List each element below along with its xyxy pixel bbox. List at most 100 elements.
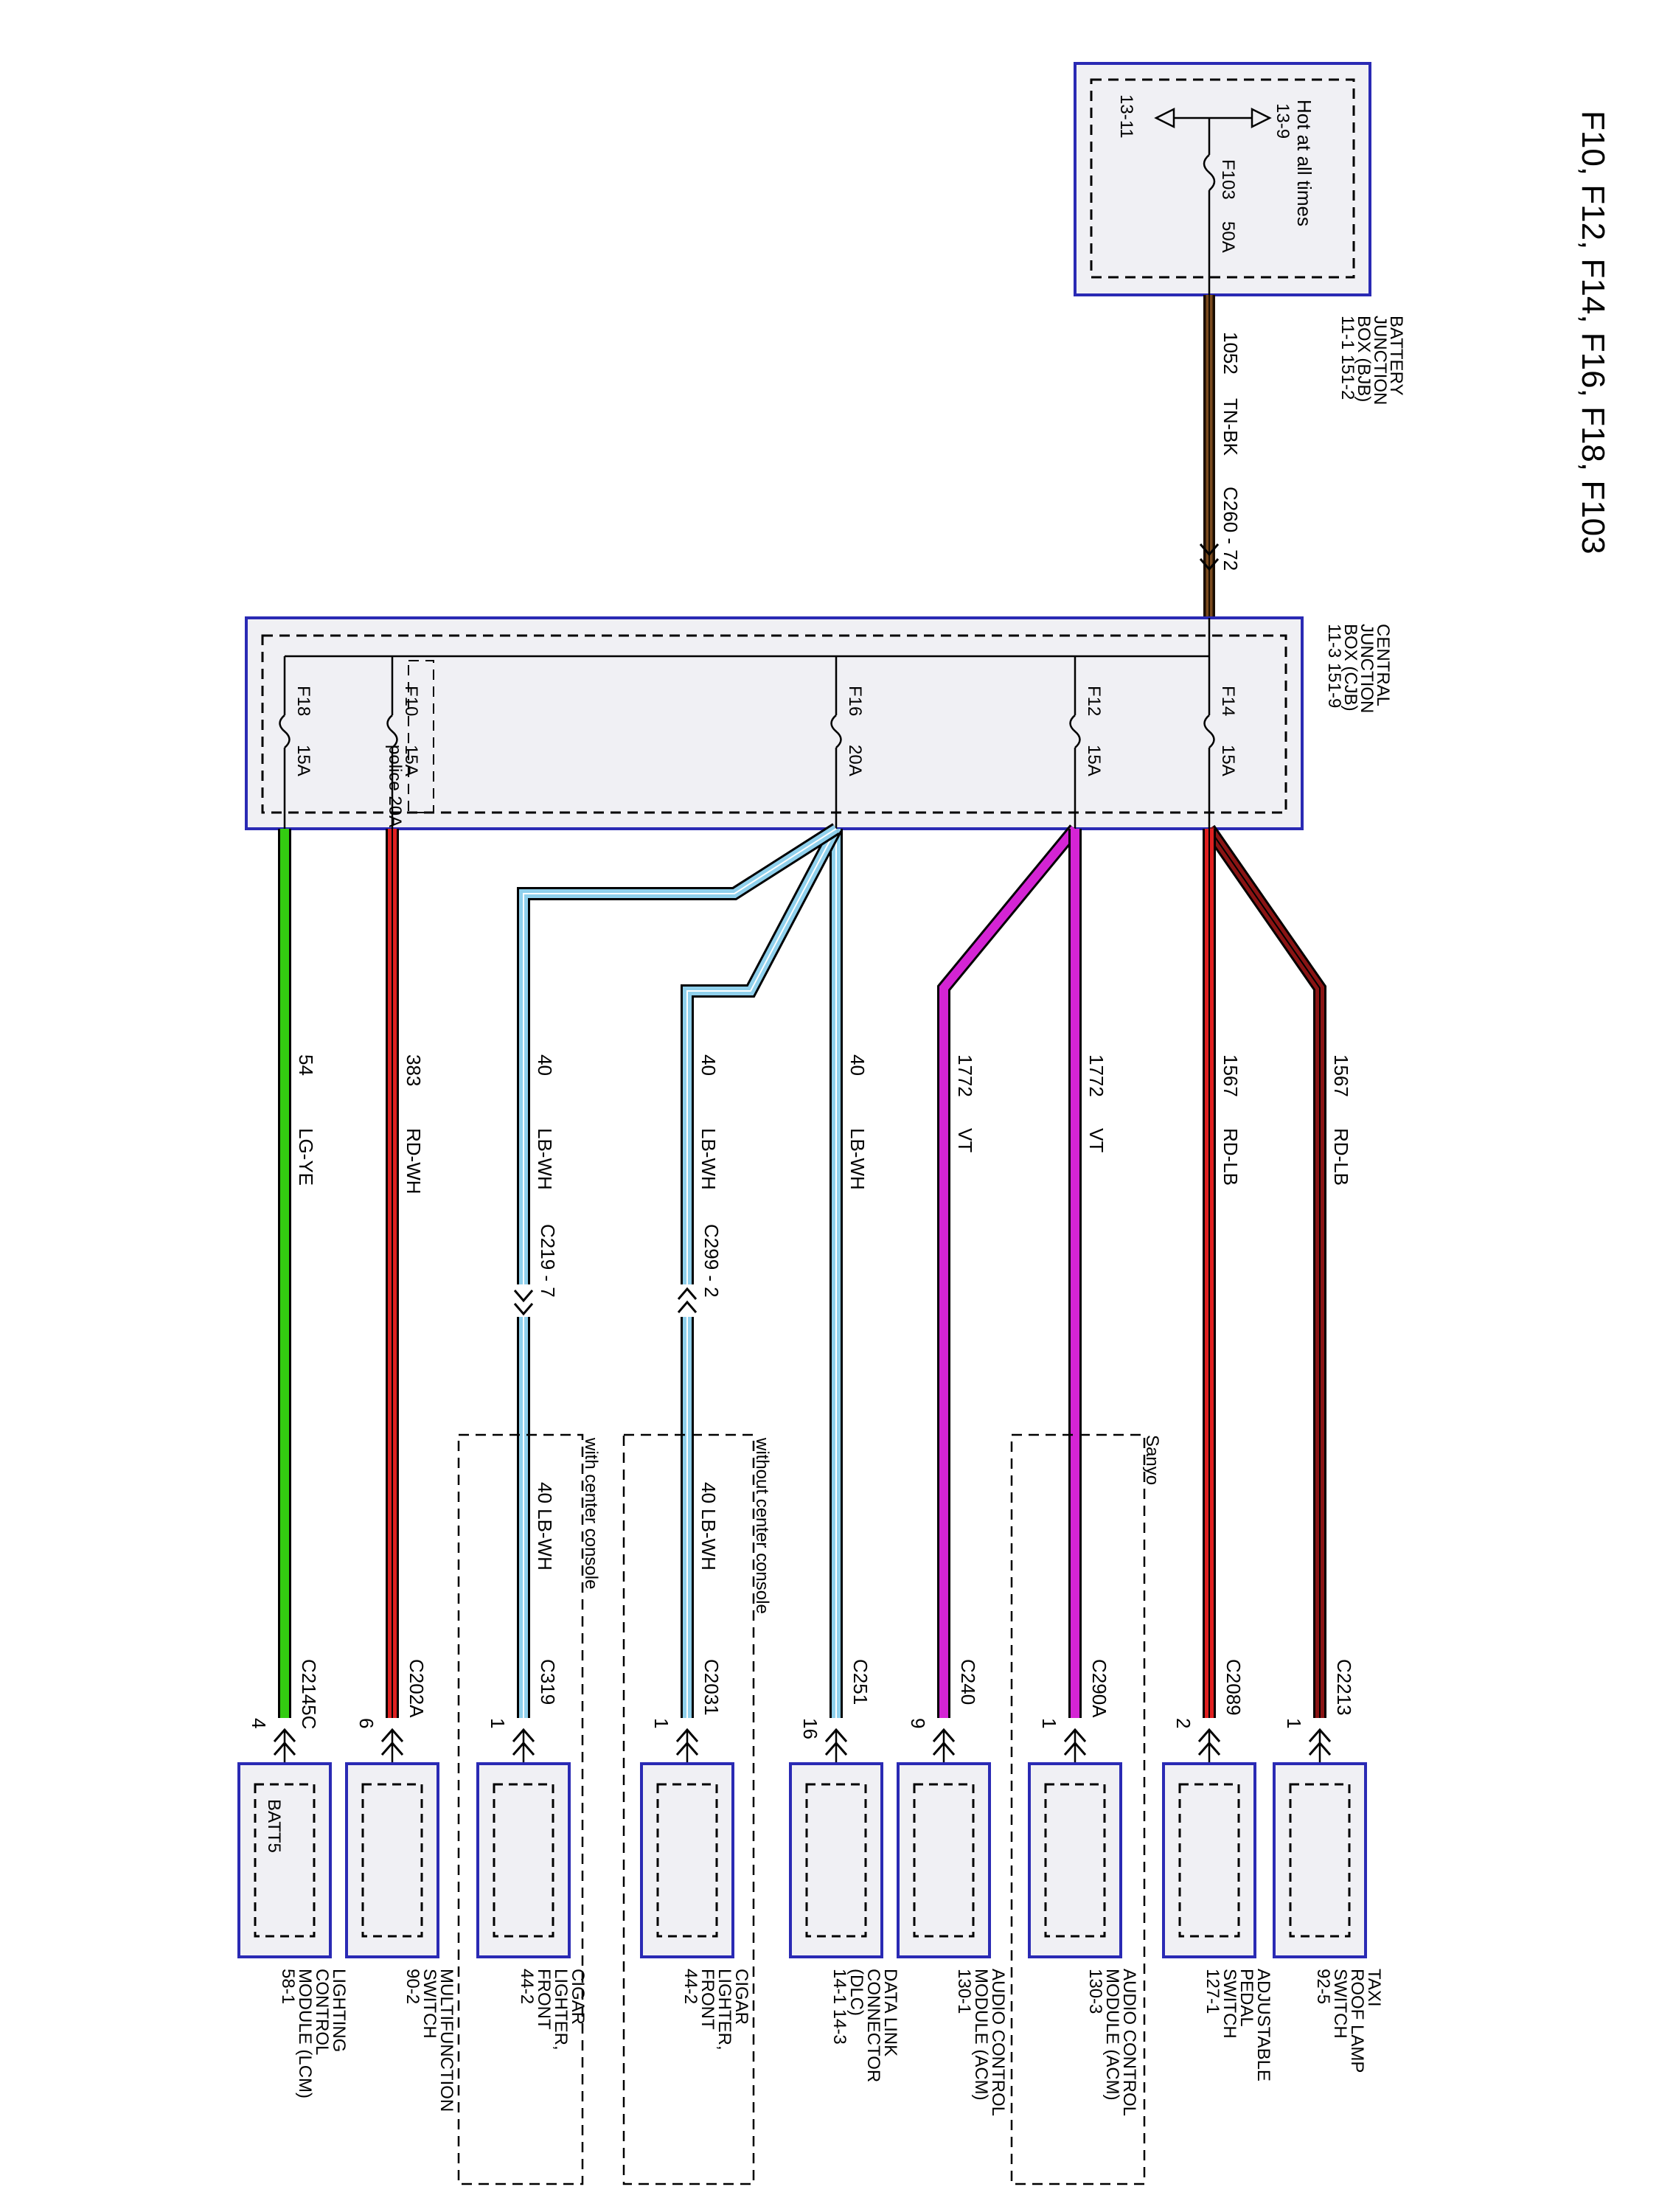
fuse-rating-f10: 15A: [401, 745, 421, 776]
svg-text:AUDIO CONTROL: AUDIO CONTROL: [988, 1969, 1008, 2116]
inline-connector-label: C299 - 2: [700, 1224, 723, 1298]
fuse-icon-f14: [1203, 714, 1215, 748]
svg-text:SWITCH: SWITCH: [1220, 1969, 1239, 2039]
svg-text:CIGAR: CIGAR: [568, 1969, 588, 2025]
battery-junction-box: [1074, 62, 1371, 296]
component-box: [1162, 1762, 1256, 1958]
component-inner-outline: [1178, 1783, 1240, 1938]
inline-connector-icon: [677, 1287, 698, 1313]
connector-label: C202A: [406, 1659, 428, 1718]
wire-1567-0: [1206, 826, 1324, 1718]
svg-text:SWITCH: SWITCH: [1330, 1969, 1350, 2039]
option-box-with-console: [457, 1433, 584, 2185]
wires: 1567RD-LB1567RD-LB1772VT1772VT40LB-WH40L…: [278, 823, 1352, 1718]
wire-1052-color: TN-BK: [1220, 398, 1242, 456]
cjb-name: CENTRAL JUNCTION BOX (CJB) 11-3 151-9: [1324, 624, 1393, 713]
wire-color-label: LG-YE: [295, 1128, 317, 1186]
fuse-id-f14: F14: [1218, 686, 1238, 716]
fuse-icon-f12: [1069, 714, 1081, 748]
bjb-name: BATTERY JUNCTION BOX (BJB) 11-1 151-2: [1338, 316, 1406, 405]
fuse-id-f12: F12: [1084, 686, 1104, 716]
svg-text:BOX (BJB): BOX (BJB): [1354, 316, 1374, 402]
wire-color-label: VT: [1085, 1128, 1107, 1152]
component-inner-outline: [913, 1783, 975, 1938]
cjb-inner-outline: [261, 634, 1287, 814]
fuse-rating-f14: 15A: [1218, 745, 1238, 776]
wire-40-6: [519, 824, 839, 1718]
svg-text:44-2: 44-2: [517, 1969, 537, 2004]
connector-label: C290A: [1088, 1659, 1110, 1718]
connector-c260-label: C260 - 72: [1220, 487, 1242, 571]
component-inner-outline: [656, 1783, 718, 1938]
fuse-id-f16: F16: [845, 686, 865, 716]
connector-label: C2213: [1333, 1659, 1355, 1716]
ground-ref-13-9: 13-9: [1273, 103, 1293, 139]
wire-circuit-label: 1567: [1220, 1054, 1242, 1097]
svg-text:BOX (CJB): BOX (CJB): [1340, 624, 1360, 712]
inline-connector-label: C219 - 7: [537, 1224, 559, 1298]
wire-color-label: VT: [954, 1128, 976, 1152]
svg-text:14-1 14-3: 14-1 14-3: [830, 1969, 849, 2045]
wire-circuit-label: 40: [846, 1054, 869, 1076]
wire-color-label: RD-WH: [403, 1128, 425, 1194]
option-label-without-console: without center console: [752, 1437, 772, 1614]
diagram-title: F10, F12, F14, F16, F18, F103: [1575, 111, 1611, 554]
component-box: [640, 1762, 734, 1958]
component-box: [476, 1762, 571, 1958]
svg-text:FRONT: FRONT: [534, 1969, 554, 2030]
fuse-id-f103: F103: [1218, 159, 1238, 200]
wire-color-label: RD-LB: [1220, 1128, 1242, 1186]
wire-1772-2: [939, 826, 1079, 1718]
svg-text:MODULE (ACM): MODULE (ACM): [971, 1969, 991, 2101]
inline-connector-icon: [513, 1290, 534, 1316]
component-box: [897, 1762, 991, 1958]
pin-number: 16: [799, 1718, 821, 1739]
svg-text:11-1 151-2: 11-1 151-2: [1338, 316, 1357, 400]
fuse-rating-f103: 50A: [1218, 221, 1238, 253]
svg-text:127-1: 127-1: [1203, 1969, 1222, 2014]
svg-text:LIGHTING: LIGHTING: [329, 1969, 349, 2052]
pin-number: 1: [1283, 1718, 1305, 1728]
fuse-id-f10: F10: [401, 686, 421, 716]
component-inner-outline: [1044, 1783, 1106, 1938]
svg-text:130-3: 130-3: [1085, 1969, 1105, 2014]
bjb-inner-outline: [1090, 78, 1355, 279]
svg-text:MULTIFUNCTION: MULTIFUNCTION: [437, 1969, 456, 2112]
wire-circuit-label: 383: [403, 1054, 425, 1086]
svg-text:SWITCH: SWITCH: [420, 1969, 439, 2039]
option-box-without-console: [622, 1433, 755, 2185]
component-box: [345, 1762, 439, 1958]
wire-circuit-label: 1567: [1330, 1054, 1352, 1097]
wire-circuit-label: 1772: [954, 1054, 976, 1097]
svg-text:11-3 151-9: 11-3 151-9: [1324, 624, 1344, 708]
svg-text:90-2: 90-2: [403, 1969, 422, 2004]
wire-1052-circuit: 1052: [1220, 332, 1242, 375]
svg-text:CIGAR: CIGAR: [731, 1969, 751, 2025]
wire-circuit-label: 1772: [1085, 1054, 1107, 1097]
hot-label: Hot at all times: [1293, 100, 1315, 226]
connector-label: C251: [849, 1659, 872, 1705]
svg-text:130-1: 130-1: [954, 1969, 974, 2014]
f10-police-option-box: [408, 660, 434, 813]
svg-text:JUNCTION: JUNCTION: [1370, 316, 1390, 405]
svg-text:PEDAL: PEDAL: [1237, 1969, 1256, 2027]
fuse-rating-f16: 20A: [845, 745, 865, 776]
fuse-id-f18: F18: [293, 686, 313, 716]
pin-number: 1: [650, 1718, 672, 1728]
connector-label: C240: [957, 1659, 979, 1705]
fuse-icon-f16: [830, 714, 842, 748]
svg-text:CONNECTOR: CONNECTOR: [863, 1969, 883, 2082]
svg-text:44-2: 44-2: [681, 1969, 700, 2004]
pin-number: 1: [487, 1718, 509, 1728]
diagram-title-text: F10, F12, F14, F16, F18, F103: [1575, 111, 1611, 554]
